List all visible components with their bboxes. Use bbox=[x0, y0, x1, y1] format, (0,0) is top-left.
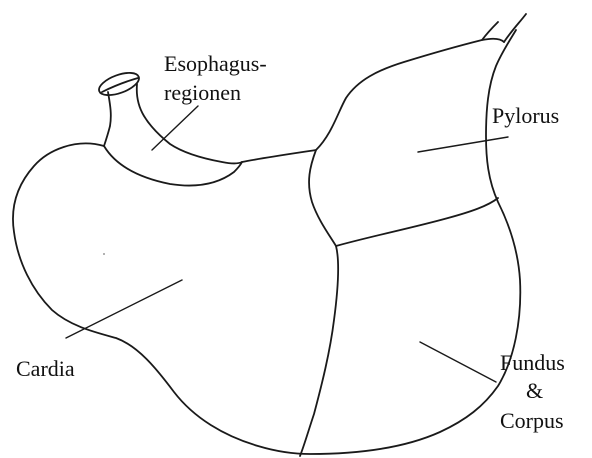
fundus-label-line2: & bbox=[526, 378, 543, 403]
esophagus-label-line1: Esophagus- bbox=[164, 51, 267, 76]
fundus-leader-line bbox=[420, 342, 496, 382]
esophagus-region-fold bbox=[104, 146, 242, 186]
esophagus-left-wall bbox=[104, 92, 111, 146]
cardia-leader-line bbox=[66, 280, 182, 338]
pylorus-leader-line bbox=[418, 137, 508, 152]
fundus-label-line1: Fundus bbox=[500, 350, 565, 375]
cardia-boundary bbox=[300, 150, 338, 456]
esophagus-label-line2: regionen bbox=[164, 80, 241, 105]
fundus-label-line3: Corpus bbox=[500, 408, 564, 433]
pylorus-boundary bbox=[336, 198, 498, 246]
pylorus-label: Pylorus bbox=[492, 103, 559, 128]
duodenum-tip bbox=[482, 14, 526, 42]
speck-mark bbox=[103, 253, 105, 255]
upper-border bbox=[242, 39, 504, 162]
cardia-label: Cardia bbox=[16, 356, 75, 381]
stomach-outline bbox=[13, 30, 520, 454]
esophagus-leader-line bbox=[152, 106, 198, 150]
